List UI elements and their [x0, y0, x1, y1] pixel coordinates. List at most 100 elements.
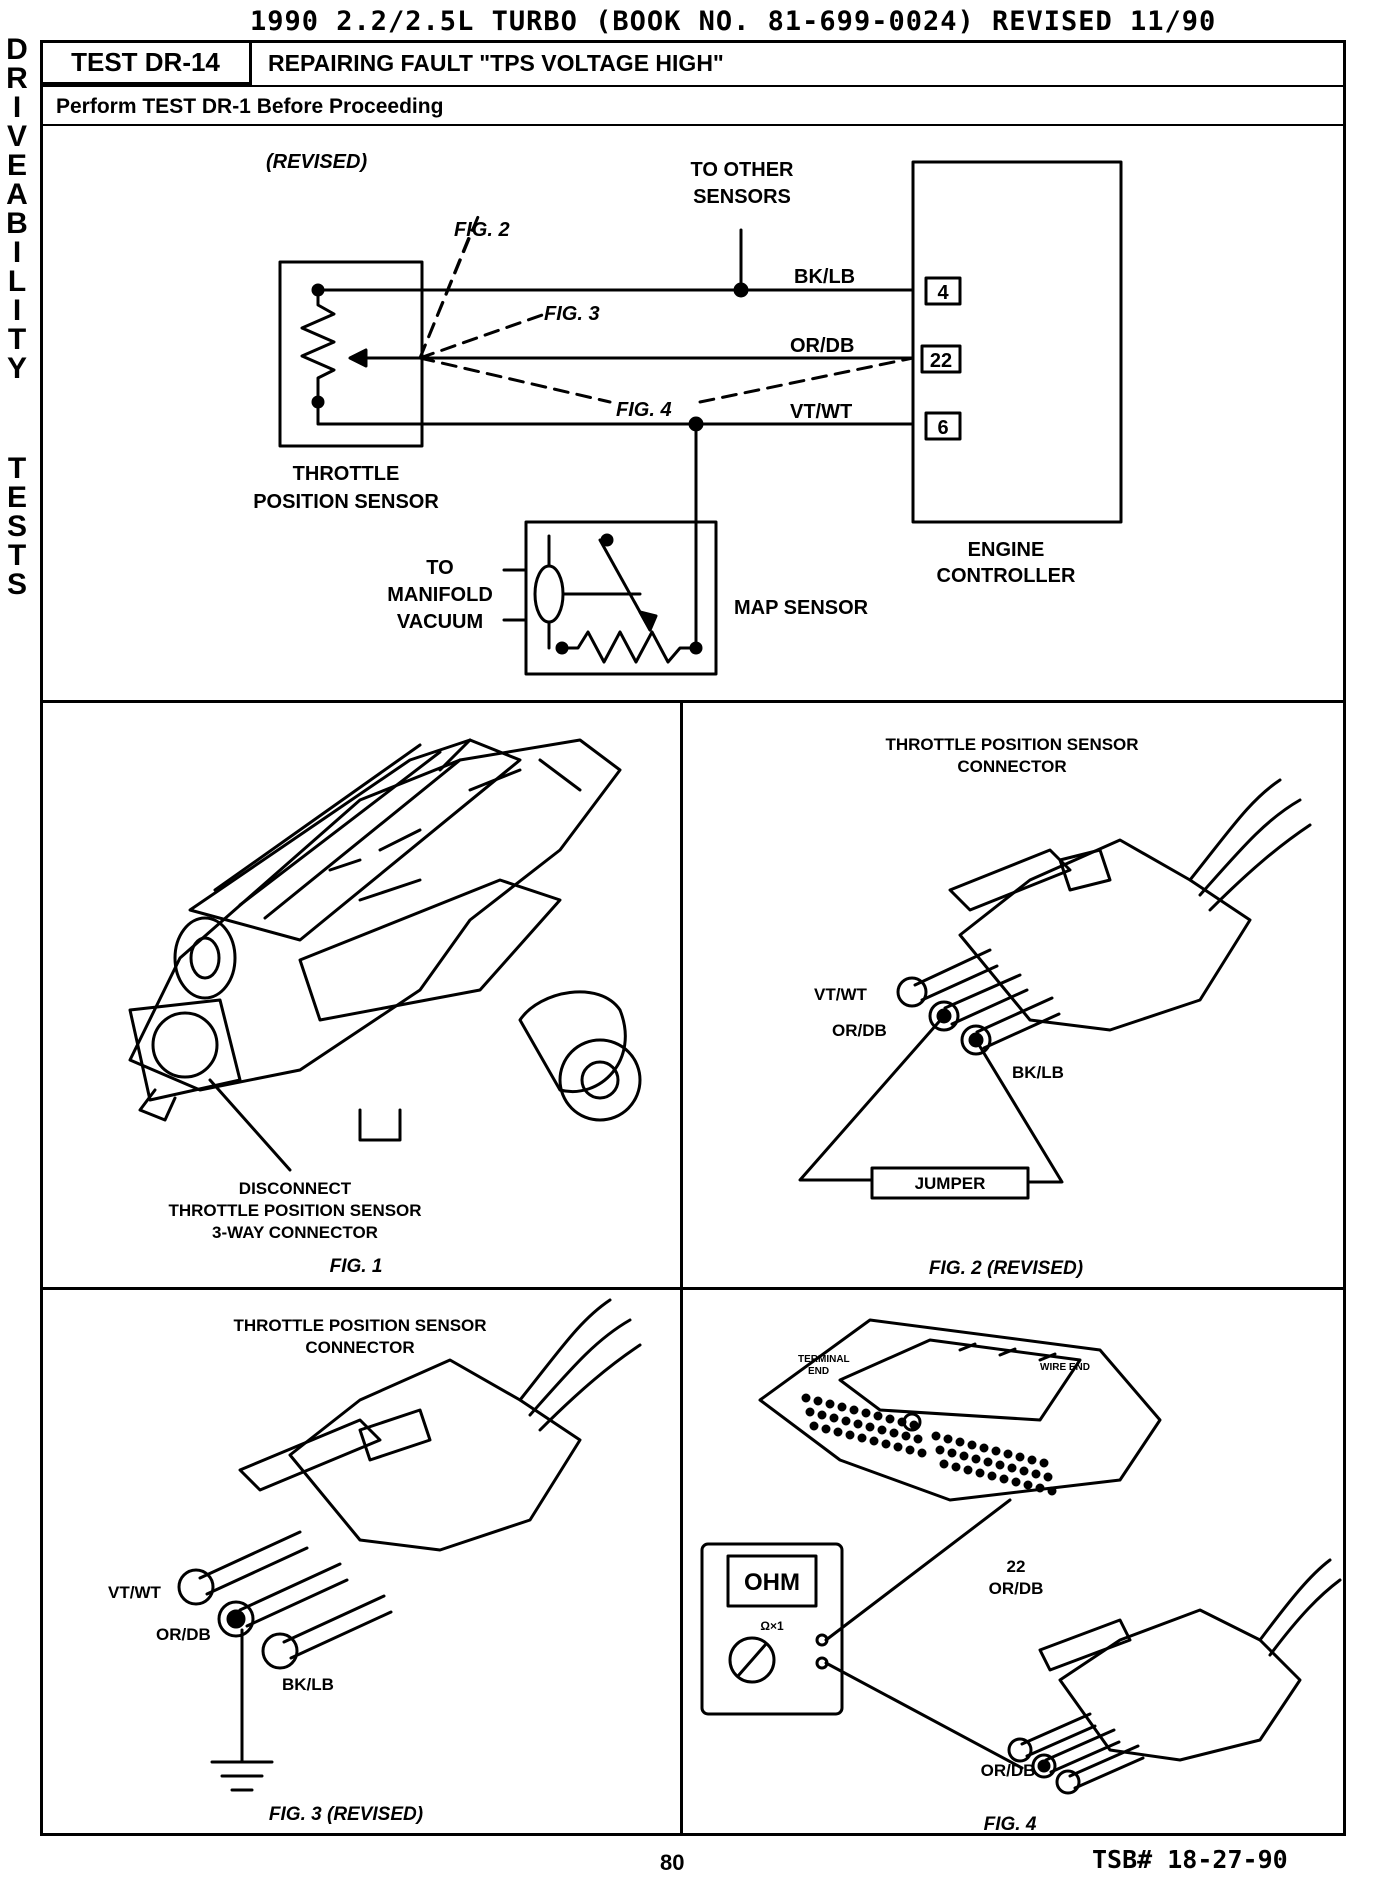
side-letter: R [6, 62, 28, 95]
connector-pin [877, 1425, 887, 1435]
connector-pin [909, 1420, 919, 1430]
connector-pin [829, 1413, 839, 1423]
pin-number: 4 [937, 282, 949, 304]
connector-pin [801, 1393, 811, 1403]
side-letter: E [6, 481, 27, 514]
side-letter: T [7, 452, 27, 485]
map-node [555, 641, 569, 655]
connector-pin [813, 1396, 823, 1406]
connector-pin [1027, 1455, 1037, 1465]
fig3-wire-label: VT/WT [108, 1583, 161, 1602]
connector-pin [1015, 1452, 1025, 1462]
tps-wiper-arrow [348, 348, 368, 368]
side-letter: S [6, 568, 27, 601]
connector-pin [837, 1402, 847, 1412]
connector-pin [943, 1434, 953, 1444]
fig2-ref: FIG. 2 [454, 219, 510, 241]
pin-22-label: OR/DB [989, 1579, 1044, 1598]
fig1-callout: DISCONNECT [239, 1179, 352, 1198]
connector-pin [805, 1407, 815, 1417]
map-wiper-arrow [638, 610, 658, 632]
connector-pin [955, 1437, 965, 1447]
fig3-title: CONNECTOR [305, 1338, 414, 1357]
fig2-title: THROTTLE POSITION SENSOR [885, 735, 1138, 754]
divider [680, 700, 683, 1836]
terminal-end-label: TERMINAL [798, 1354, 850, 1365]
side-letter: I [12, 91, 22, 124]
connector-pin [861, 1408, 871, 1418]
fig4-caption: FIG. 4 [984, 1814, 1037, 1835]
fig4-pins [801, 1393, 1057, 1496]
page-number: 80 [660, 1850, 685, 1875]
meter-lead [824, 1661, 1024, 1770]
vacuum-label: MANIFOLD [387, 584, 493, 606]
map-sensor-box [524, 520, 718, 676]
side-letter: T [7, 323, 27, 356]
connector-pin [987, 1471, 997, 1481]
connector-pin [963, 1465, 973, 1475]
fig2-title: CONNECTOR [957, 757, 1066, 776]
divider [42, 124, 1344, 126]
side-letter: T [7, 539, 27, 572]
document-header: 1990 2.2/2.5L TURBO (BOOK NO. 81-699-002… [250, 6, 1217, 37]
terminal-end-label: END [808, 1366, 829, 1377]
connector-pin [825, 1399, 835, 1409]
side-letter: D [6, 33, 28, 66]
map-sensor-label: MAP SENSOR [734, 597, 869, 619]
fig1-callout: 3-WAY CONNECTOR [212, 1223, 378, 1242]
connector-pin [917, 1448, 927, 1458]
side-letter: I [12, 294, 22, 327]
connector-pin [975, 1468, 985, 1478]
connector-pin [995, 1460, 1005, 1470]
vacuum-label: TO [426, 557, 453, 579]
side-letter: I [12, 236, 22, 269]
fig2-wire-label: BK/LB [1012, 1063, 1064, 1082]
pin-box [924, 411, 962, 441]
fig3-wire-label: BK/LB [282, 1675, 334, 1694]
connector-pin [809, 1421, 819, 1431]
connector-pin [849, 1405, 859, 1415]
fig1-caption: FIG. 1 [330, 1256, 383, 1277]
pin-22-label: 22 [1007, 1557, 1026, 1576]
wire-end-label: WIRE END [1040, 1362, 1090, 1373]
test-id: TEST DR-14 [42, 42, 252, 85]
fig2-wire-label: VT/WT [814, 985, 867, 1004]
fig3-connector [177, 1298, 642, 1792]
connector-pin [901, 1431, 911, 1441]
fig3-wire-label: OR/DB [156, 1625, 211, 1644]
side-letter: B [6, 207, 28, 240]
connector-pin [857, 1433, 867, 1443]
connector-pin [881, 1439, 891, 1449]
connector-pin [1003, 1449, 1013, 1459]
connector-pin [1047, 1486, 1057, 1496]
connector-pin [1011, 1477, 1021, 1487]
connector-pin [1039, 1458, 1049, 1468]
map-diaphragm [533, 564, 565, 624]
connector-pin [889, 1428, 899, 1438]
connector-pin [971, 1454, 981, 1464]
fig3-lead [418, 312, 547, 360]
connector-pin [931, 1431, 941, 1441]
map-node [689, 641, 703, 655]
divider [42, 1287, 1344, 1290]
connector-pin [821, 1424, 831, 1434]
vacuum-label: VACUUM [397, 611, 483, 633]
connector-pin [865, 1422, 875, 1432]
connector-pin [833, 1427, 843, 1437]
controller-label: ENGINE [968, 539, 1045, 561]
fig4-tps-connector [1007, 1558, 1342, 1795]
divider [42, 700, 1344, 703]
connector-pin [1007, 1463, 1017, 1473]
map-node [600, 533, 614, 547]
fig4-ref: FIG. 4 [616, 399, 672, 421]
meter-lead [824, 1498, 1012, 1642]
fig2-lead [418, 210, 482, 360]
to-other-sensors: SENSORS [693, 186, 791, 208]
engine-controller-box [911, 160, 1123, 524]
wire-label: OR/DB [790, 335, 854, 357]
side-letter: A [6, 178, 28, 211]
wire-label: BK/LB [794, 266, 855, 288]
fig3-title: THROTTLE POSITION SENSOR [233, 1316, 486, 1335]
precondition-text: Perform TEST DR-1 Before Proceeding [56, 95, 444, 118]
